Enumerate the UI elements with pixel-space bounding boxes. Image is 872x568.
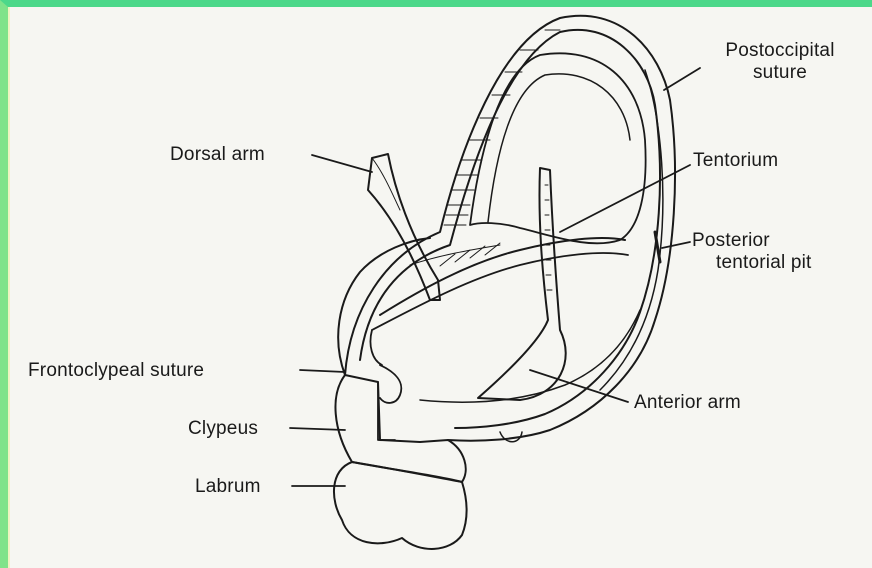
labrum-shape — [334, 462, 467, 549]
leader-tentorium — [560, 165, 690, 232]
label-posterior-tentorial-pit: Posterior tentorial pit — [692, 230, 867, 274]
label-frontoclypeal-suture: Frontoclypeal suture — [28, 360, 204, 382]
occipital-hatching — [444, 30, 560, 225]
leader-posterior-pit — [662, 242, 690, 248]
label-posterior-line2: tentorial pit — [692, 252, 867, 274]
label-anterior-arm: Anterior arm — [634, 392, 741, 414]
head-capsule-outer — [345, 16, 675, 441]
dorsal-arm-shape — [368, 154, 440, 300]
label-postoccipital-suture: Postoccipital suture — [690, 40, 870, 84]
label-clypeus: Clypeus — [188, 418, 258, 440]
leader-frontoclypeal — [300, 370, 345, 372]
tentorial-bridge — [380, 238, 625, 315]
label-postoccipital-line2: suture — [690, 62, 870, 84]
label-postoccipital-line1: Postoccipital — [690, 40, 870, 62]
label-dorsal-arm: Dorsal arm — [170, 144, 265, 166]
leader-clypeus — [290, 428, 345, 430]
label-posterior-line1: Posterior — [692, 230, 867, 252]
leader-dorsal-arm — [312, 155, 372, 172]
label-labrum: Labrum — [195, 476, 261, 498]
label-tentorium: Tentorium — [693, 150, 778, 172]
